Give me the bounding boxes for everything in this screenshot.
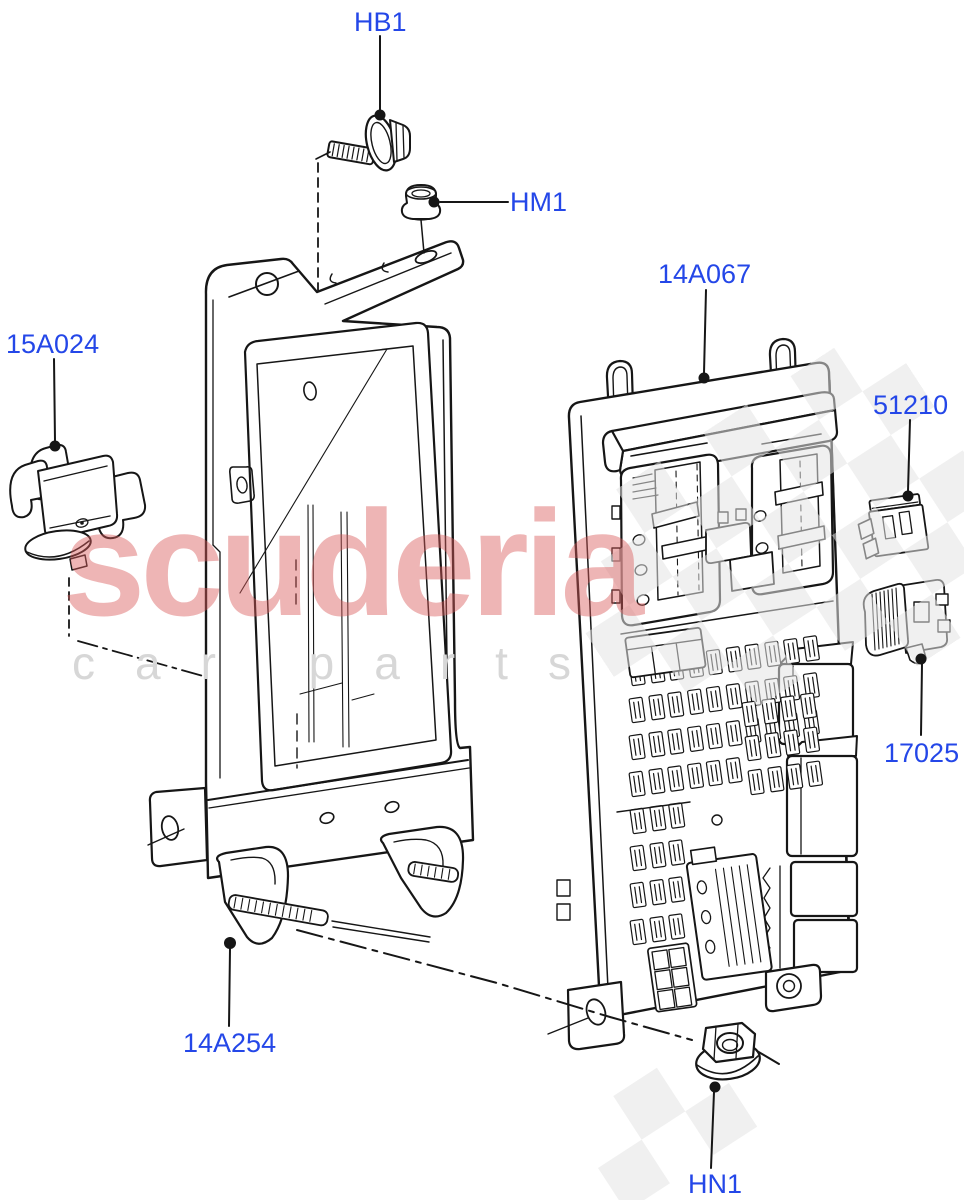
- leader-dot-hm1: [428, 196, 440, 208]
- leader-dot-15a024: [49, 440, 61, 452]
- part-label-hm1[interactable]: HM1: [510, 187, 568, 217]
- part-label-51210[interactable]: 51210: [873, 390, 949, 420]
- leader-51210: [907, 419, 911, 492]
- grommet-art: [400, 184, 442, 221]
- leader-14a067: [703, 289, 707, 374]
- part-label-15a024[interactable]: 15A024: [6, 329, 100, 359]
- flange-nut-art: [695, 1021, 761, 1081]
- retainer-clip-art: [9, 443, 147, 571]
- part-label-hb1[interactable]: HB1: [354, 7, 407, 37]
- leader-dot-14a067: [698, 372, 710, 384]
- leader-15a024: [53, 358, 56, 442]
- flange-bolt-art: [315, 114, 411, 172]
- part-label-hn1[interactable]: HN1: [688, 1169, 743, 1199]
- leader-dot-hn1: [709, 1081, 721, 1093]
- leader-17025: [920, 663, 923, 736]
- leader-dot-17025: [915, 653, 927, 665]
- leader-dot-51210: [902, 490, 914, 502]
- alignment-lines: [68, 162, 780, 1065]
- part-label-14a254[interactable]: 14A254: [183, 1028, 277, 1058]
- part-label-14a067[interactable]: 14A067: [658, 259, 752, 289]
- mounting-bracket-art: [147, 240, 475, 945]
- checkered-flag-watermark: [585, 347, 964, 1200]
- leader-lines: [49, 35, 927, 1169]
- leader-hn1: [710, 1091, 715, 1169]
- leader-14a254: [228, 948, 231, 1027]
- leader-dot-14a254: [224, 937, 236, 949]
- leader-dot-hb1: [374, 109, 386, 121]
- part-label-17025[interactable]: 17025: [884, 738, 960, 768]
